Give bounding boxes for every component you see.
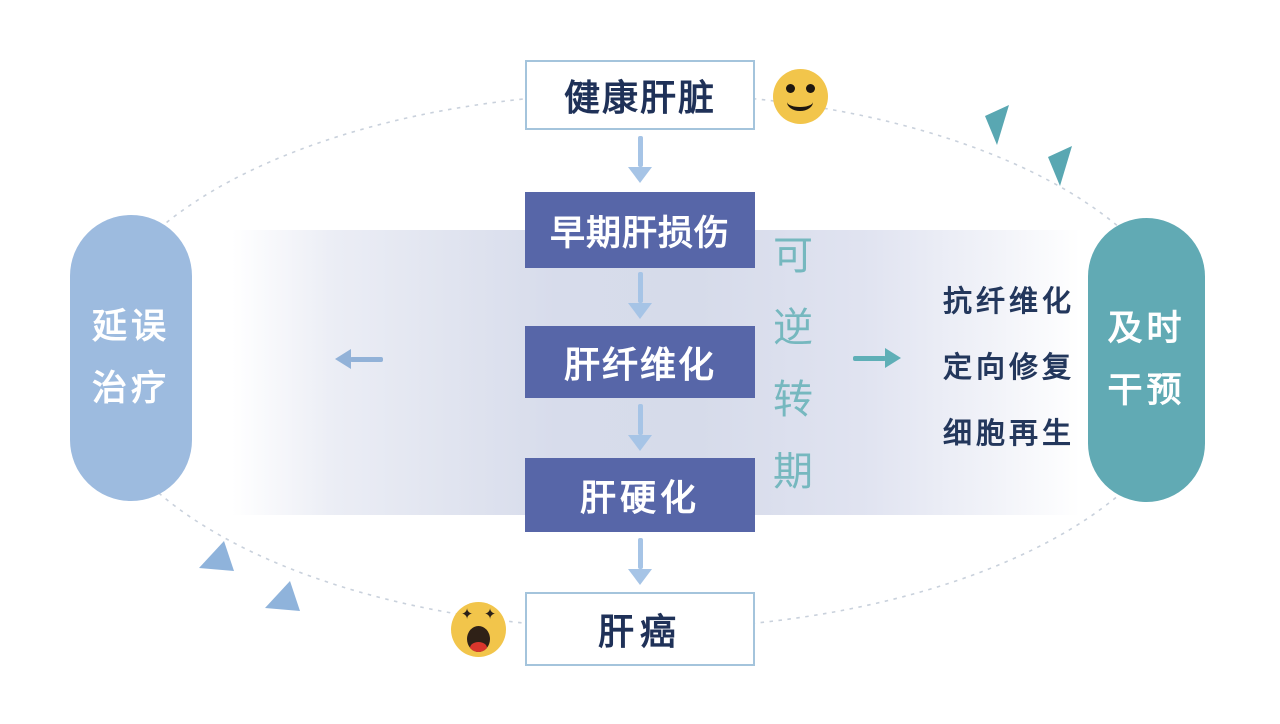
reversible-char: 可 [773,234,813,278]
benefit-item: 抗纤维化 [943,286,1076,318]
stage-label: 健康肝脏 [563,77,716,118]
cycle-arrowhead-blue-icon [199,541,234,571]
eye [786,84,795,93]
benefit-item: 细胞再生 [943,418,1076,450]
stage-label: 肝癌 [597,611,682,652]
open-mouth [467,626,490,652]
eye [806,84,815,93]
pill-line: 干预 [1107,371,1186,410]
smiley-face-icon [773,69,828,124]
down-arrow-icon [628,136,652,184]
star-eye: ✦ [483,606,497,623]
down-arrow-icon [628,404,652,452]
pill-line: 及时 [1107,309,1186,348]
reversible-char: 期 [773,450,813,494]
pill-line: 延误 [91,307,170,346]
stage-liver-cancer: 肝癌 [525,592,755,666]
cycle-arrowhead-teal-icon [1048,146,1072,186]
timely-intervention-pill: 及时 干预 [1088,218,1205,502]
smile-mouth [787,93,813,111]
pill-line: 治疗 [91,369,170,408]
delayed-treatment-pill: 延误 治疗 [70,215,192,501]
stage-label: 早期肝损伤 [549,213,730,253]
reversible-char: 逆 [773,306,813,350]
stage-healthy-liver: 健康肝脏 [525,60,755,130]
benefit-item: 定向修复 [943,352,1076,384]
reversible-period-label: 可 逆 转 期 [770,236,816,493]
reversible-char: 转 [773,378,813,422]
left-arrow-icon [335,349,383,369]
stage-early-liver-damage: 早期肝损伤 [525,192,755,268]
star-eye: ✦ [460,606,474,623]
intervention-benefits-list: 抗纤维化 定向修复 细胞再生 [943,286,1075,484]
tongue [470,642,487,652]
down-arrow-icon [628,272,652,320]
stage-liver-cirrhosis: 肝硬化 [525,458,755,532]
cycle-arrowhead-blue-icon [265,581,300,611]
right-arrow-icon [853,348,901,368]
stage-liver-fibrosis: 肝纤维化 [525,326,755,398]
stage-label: 肝硬化 [579,477,700,518]
stage-label: 肝纤维化 [563,344,716,385]
shocked-face-icon: ✦ ✦ [451,602,506,657]
down-arrow-icon [628,538,652,586]
cycle-arrowhead-teal-icon [985,105,1009,145]
